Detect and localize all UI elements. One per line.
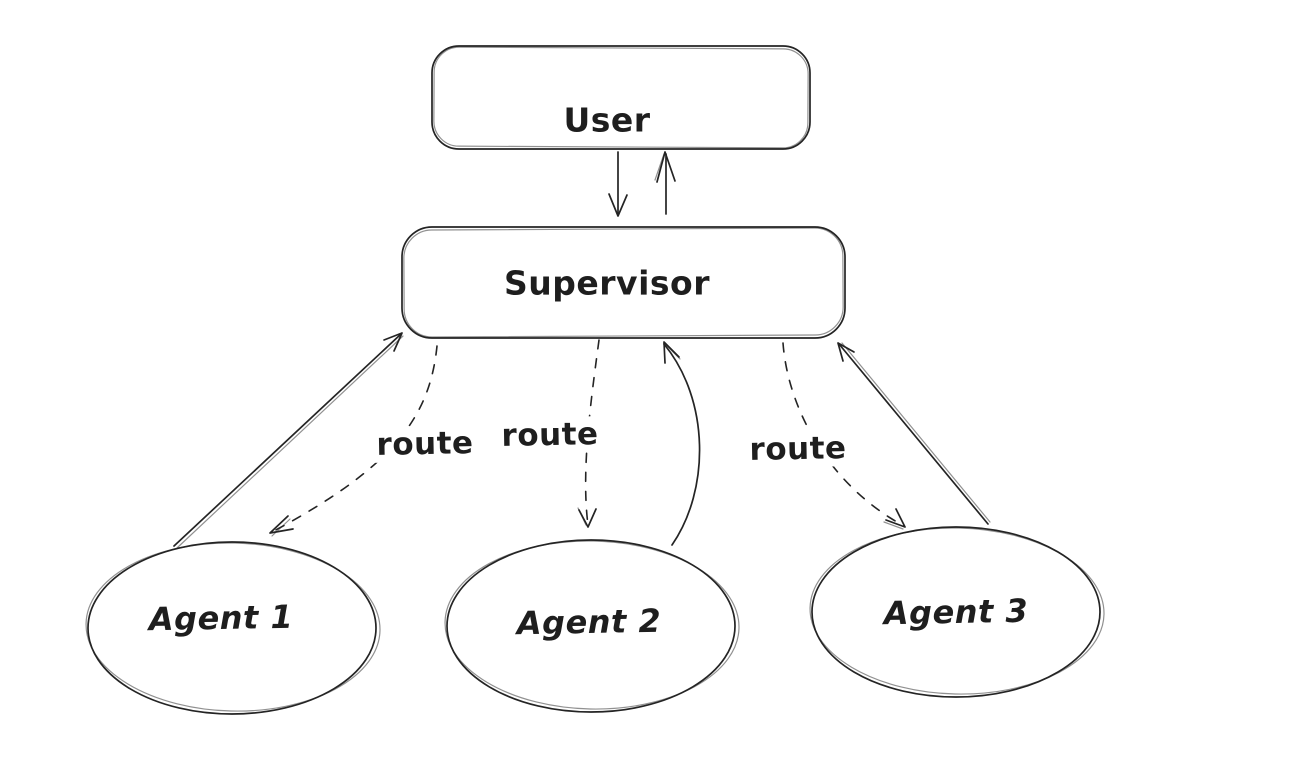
route-label-agent3: route	[744, 430, 852, 468]
agent3-node-shape	[809, 526, 1105, 698]
supervisor-to-agent3-dashed-arrow	[782, 342, 906, 530]
supervisor-to-user-arrow	[654, 151, 676, 215]
agent1-node-label: Agent 1	[148, 597, 294, 639]
user-node-label: User	[563, 100, 651, 140]
supervisor-node-shape	[401, 226, 846, 339]
agent2-node-label: Agent 2	[516, 601, 662, 643]
route-label-agent2: route	[496, 416, 604, 454]
agent3-to-supervisor-arrow	[837, 342, 991, 525]
user-to-supervisor-arrow	[608, 151, 628, 217]
user-node-shape	[431, 45, 811, 150]
agent3-node-label: Agent 3	[883, 591, 1029, 633]
agent2-to-supervisor-arrow	[663, 341, 701, 546]
supervisor-node-label: Supervisor	[504, 263, 710, 303]
agent1-node-shape	[85, 541, 381, 715]
agent2-node-shape	[444, 539, 740, 713]
route-label-agent1: route	[371, 425, 479, 463]
agent1-to-supervisor-arrow	[173, 332, 404, 549]
